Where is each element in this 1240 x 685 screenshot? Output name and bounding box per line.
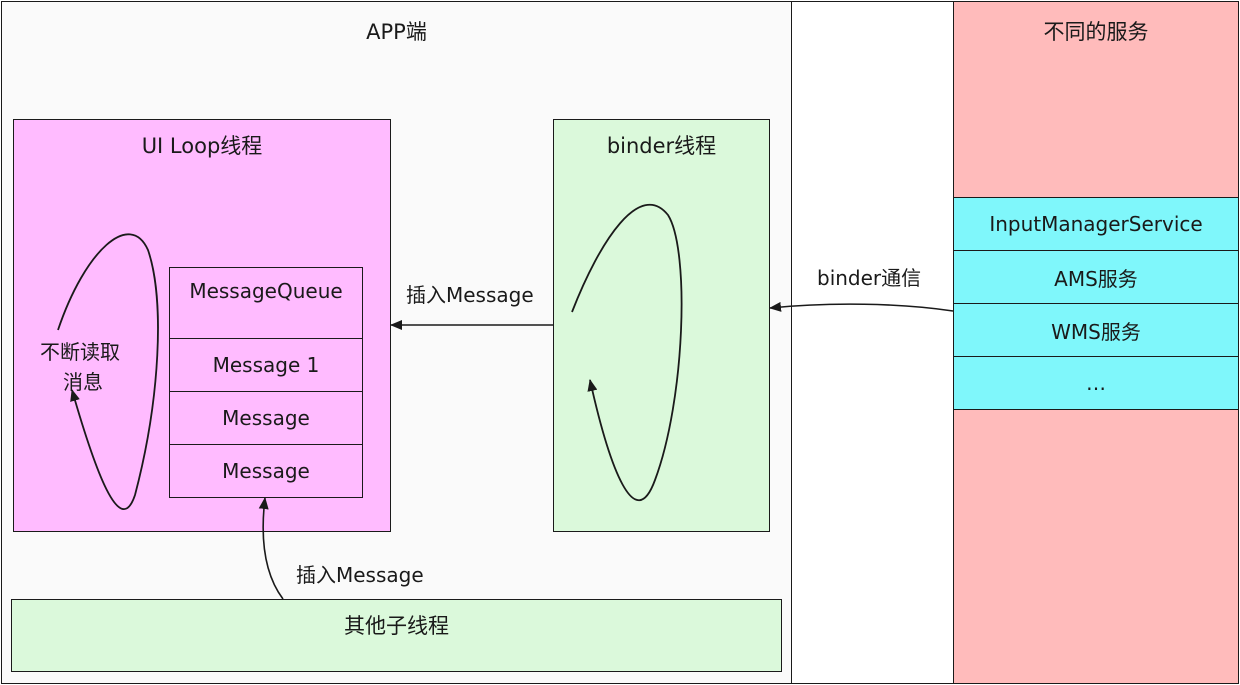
other-to-queue-label: 插入Message xyxy=(296,563,424,587)
other-threads-title: 其他子线程 xyxy=(344,614,449,638)
message-item: Message 1 xyxy=(170,339,362,392)
message-queue-header: MessageQueue xyxy=(170,268,362,339)
loop-label-line1: 不断读取 xyxy=(40,340,120,364)
service-item-more: … xyxy=(1086,370,1106,395)
service-item-ams: AMS服务 xyxy=(954,251,1238,304)
ui-loop-title: UI Loop线程 xyxy=(141,134,263,158)
binder-thread-title: binder线程 xyxy=(606,134,717,158)
binder-to-queue-label: 插入Message xyxy=(406,283,534,307)
channel-panel xyxy=(791,1,954,684)
message-item: Message xyxy=(222,458,310,483)
services-list: InputManagerService AMS服务 WMS服务 … xyxy=(953,197,1239,410)
service-item-wms: WMS服务 xyxy=(954,304,1238,357)
message-item: Message xyxy=(170,392,362,445)
other-threads: 其他子线程 xyxy=(11,599,782,672)
services-panel-title: 不同的服务 xyxy=(1043,20,1149,44)
binder-thread: binder线程 xyxy=(553,119,770,532)
message-queue: MessageQueue Message 1 Message Message xyxy=(169,267,363,498)
services-to-binder-label: binder通信 xyxy=(817,266,922,290)
service-item-input-manager: InputManagerService xyxy=(954,198,1238,251)
app-panel-title: APP端 xyxy=(366,20,427,44)
loop-label-line2: 消息 xyxy=(63,370,103,394)
